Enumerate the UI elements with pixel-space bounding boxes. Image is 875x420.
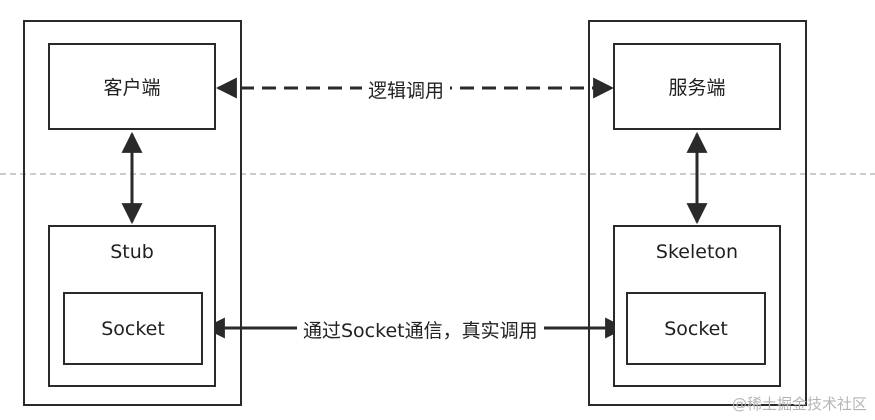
client-socket-box: Socket	[63, 292, 203, 365]
server-side-frame	[588, 20, 807, 406]
client-socket-label: Socket	[101, 317, 165, 340]
skeleton-label: Skeleton	[655, 241, 739, 263]
client-side-frame	[23, 20, 242, 406]
server-socket-label: Socket	[664, 317, 728, 340]
client-box: 客户端	[48, 43, 216, 130]
server-box: 服务端	[613, 43, 781, 130]
socket-call-label: 通过Socket通信，真实调用	[297, 316, 544, 343]
server-socket-box: Socket	[626, 292, 766, 365]
watermark-text: @稀土掘金技术社区	[731, 395, 867, 413]
server-label: 服务端	[668, 77, 726, 99]
logical-call-label: 逻辑调用	[362, 76, 451, 103]
stub-label: Stub	[110, 241, 154, 263]
client-label: 客户端	[103, 77, 161, 99]
